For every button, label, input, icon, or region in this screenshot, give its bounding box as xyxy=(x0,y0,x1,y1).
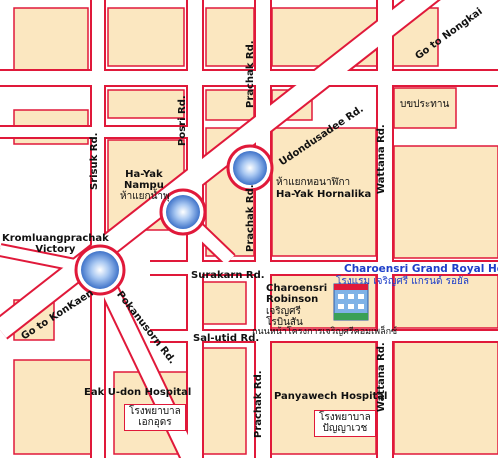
roundabouts xyxy=(74,144,274,296)
block xyxy=(13,7,89,77)
place-panyawech-hospital: Panyawech Hospital xyxy=(274,391,388,402)
place-hayak-hornalika: Ha-Yak Hornalika xyxy=(276,189,372,200)
complex-road-thai: ถนนหน้าโครงการเจริญศรีคอมเพล็กซ์ xyxy=(252,327,398,337)
block xyxy=(107,7,185,67)
hotel-name: Charoensri Grand Royal Hotel xyxy=(344,263,498,275)
road-label-wattana-top: Wattana Rd. xyxy=(376,124,387,194)
place-bor-prathan: บขประทาน xyxy=(400,99,450,110)
block xyxy=(107,89,185,119)
place-hayak-nampu-thai: ห้าแยกน้ำพุ xyxy=(120,191,170,202)
road-label-prachak-bottom: Prachak Rd. xyxy=(253,370,264,438)
place-eak-udon-hospital: Eak U-don Hospital xyxy=(84,387,192,398)
road-label-sal-utid: Sal-utid Rd. xyxy=(193,333,260,344)
city-blocks xyxy=(13,7,498,455)
road-label-prachak-top: Prachak Rd. xyxy=(245,40,256,108)
block xyxy=(393,341,498,455)
block xyxy=(205,89,255,121)
place-hayak-nampu: Ha-Yak Nampu xyxy=(124,169,164,191)
road-label-surakarn: Surakarn Rd. xyxy=(191,270,265,281)
road-label-srisuk: Srisuk Rd. xyxy=(89,132,100,190)
place-charoensri-robinson-thai: เจริญศรี โรบินสัน xyxy=(266,306,303,328)
road-label-prachak-mid: Prachak Rd. xyxy=(245,184,256,252)
place-panyawech-thai: โรงพยาบาล ปัญญาเวช xyxy=(314,410,376,437)
hotel-name-thai: โรงแรม เจริญศรี แกรนด์ รอยัล xyxy=(336,276,470,287)
block xyxy=(393,145,498,259)
place-kromluang-victory: Kromluangprachak Victory xyxy=(2,233,109,255)
block xyxy=(205,7,255,67)
road-label-posri: Posri Rd. xyxy=(177,95,188,146)
block xyxy=(13,359,97,455)
place-eak-udon-thai: โรงพยาบาล เอกอุดร xyxy=(124,404,186,431)
place-charoensri-robinson: Charoensri Robinson xyxy=(266,283,328,305)
hotel-building-icon xyxy=(333,283,369,321)
place-hayak-hornalika-thai: ห้าแยกหอนาฬิกา xyxy=(276,177,351,188)
